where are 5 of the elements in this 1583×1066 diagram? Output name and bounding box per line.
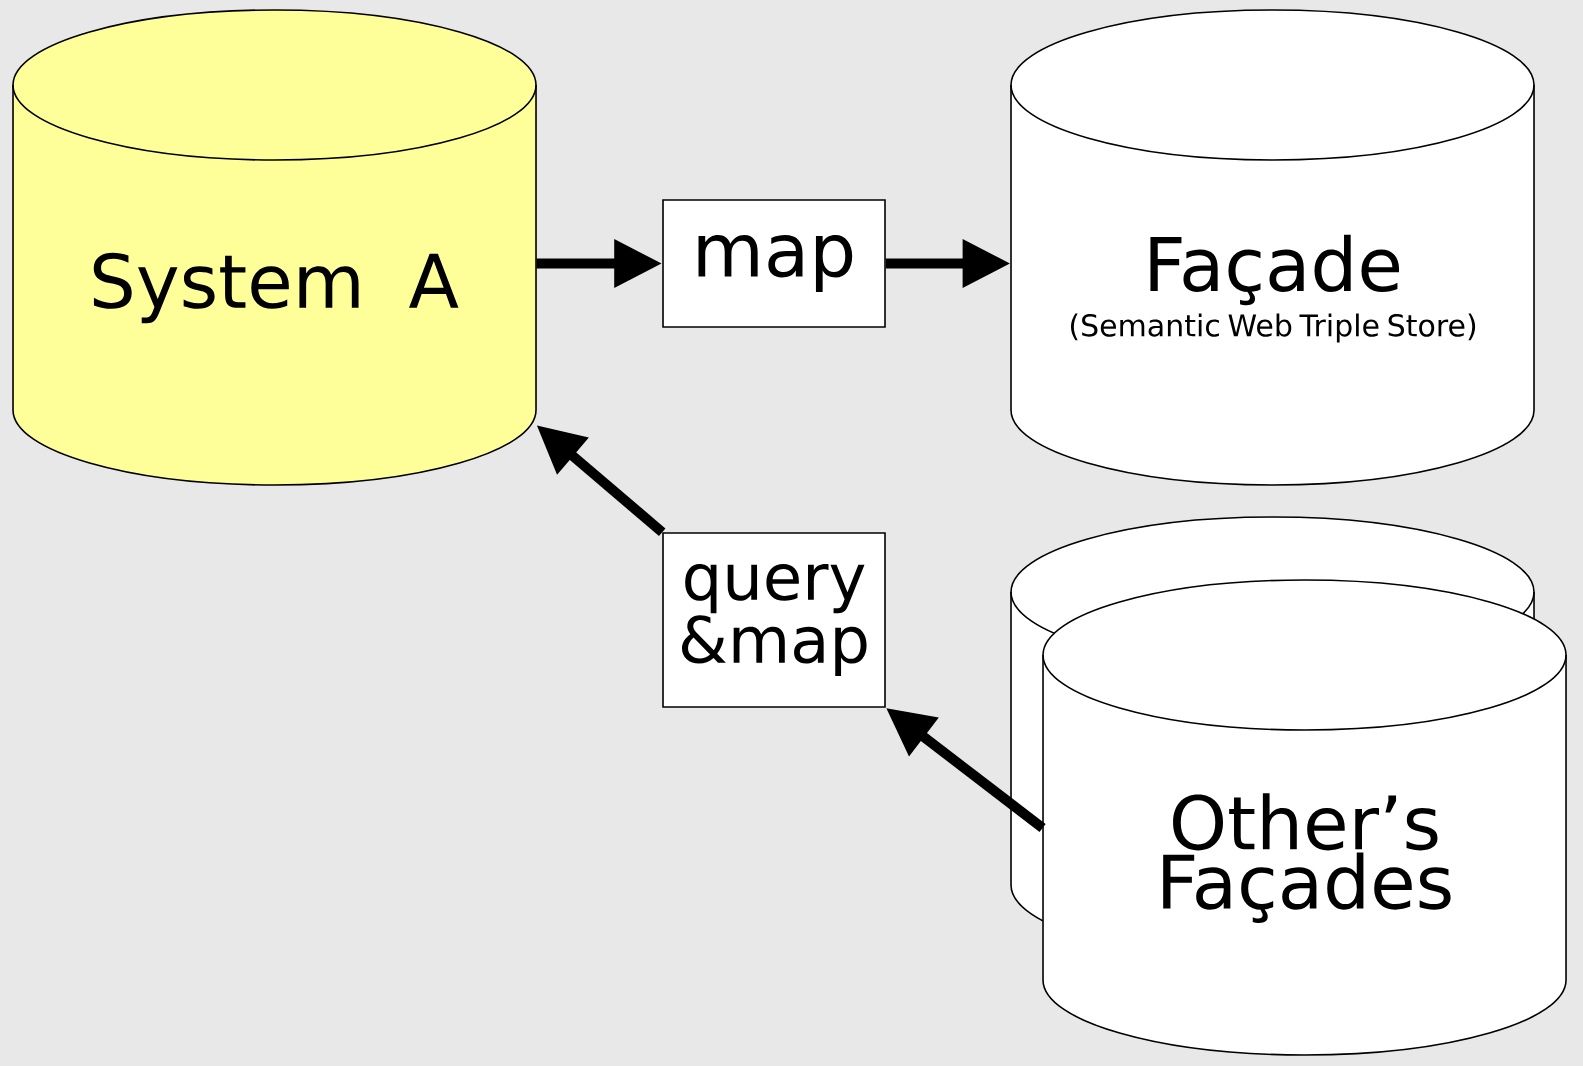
database-cylinder: Façade (Semantic Web Triple Store) (1010, 9, 1535, 486)
process-box: map (662, 199, 886, 328)
process-box: query &map (662, 532, 886, 708)
database-stack: Other’s Façades (1010, 516, 1567, 1056)
database-cylinder: System A (12, 9, 537, 486)
